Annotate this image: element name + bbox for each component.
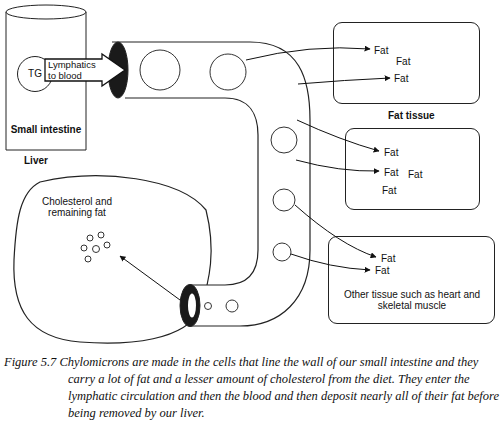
node-label: Fat <box>382 185 412 196</box>
vessel-fill <box>112 42 310 326</box>
figure-caption: Figure 5.7 Chylomicrons are made in the … <box>4 354 499 422</box>
vessel-opening <box>180 285 200 327</box>
tissue-box: FatFatOther tissue such as heart and ske… <box>328 236 495 324</box>
node-outline <box>10 170 216 346</box>
liver-outline <box>14 176 211 343</box>
node-label: Fat <box>375 265 405 276</box>
intestine-outline <box>6 5 86 19</box>
liver-shape: LiverCholesterol and remaining fat <box>10 170 216 346</box>
node-label: Small intestine <box>5 124 87 135</box>
fat-droplet <box>81 232 110 262</box>
arrow-outline <box>45 54 125 86</box>
node-label: Other tissue such as heart and skeletal … <box>338 289 486 311</box>
lymph-arrow: Lymphatics to blood <box>44 53 126 87</box>
vessel-opening <box>188 294 196 318</box>
chylomicron <box>140 50 297 312</box>
node-label: Liver <box>24 155 84 166</box>
node-label: Fat <box>374 45 404 56</box>
node-label: Fat <box>384 147 414 158</box>
vessel-wall <box>125 98 258 285</box>
node-label: Fat <box>408 169 438 180</box>
node-label: Fat <box>381 253 411 264</box>
tissue-box: FatFatFatFat <box>345 128 480 210</box>
tissue-box: FatFatFat <box>333 22 480 104</box>
group-label: Fat tissue <box>388 110 435 121</box>
node-label: Lymphatics to blood <box>48 59 102 81</box>
vessel-wall <box>112 42 310 326</box>
node-label: Fat <box>396 56 426 67</box>
node-label: Cholesterol and remaining fat <box>30 196 124 218</box>
node-label: Fat <box>394 73 424 84</box>
